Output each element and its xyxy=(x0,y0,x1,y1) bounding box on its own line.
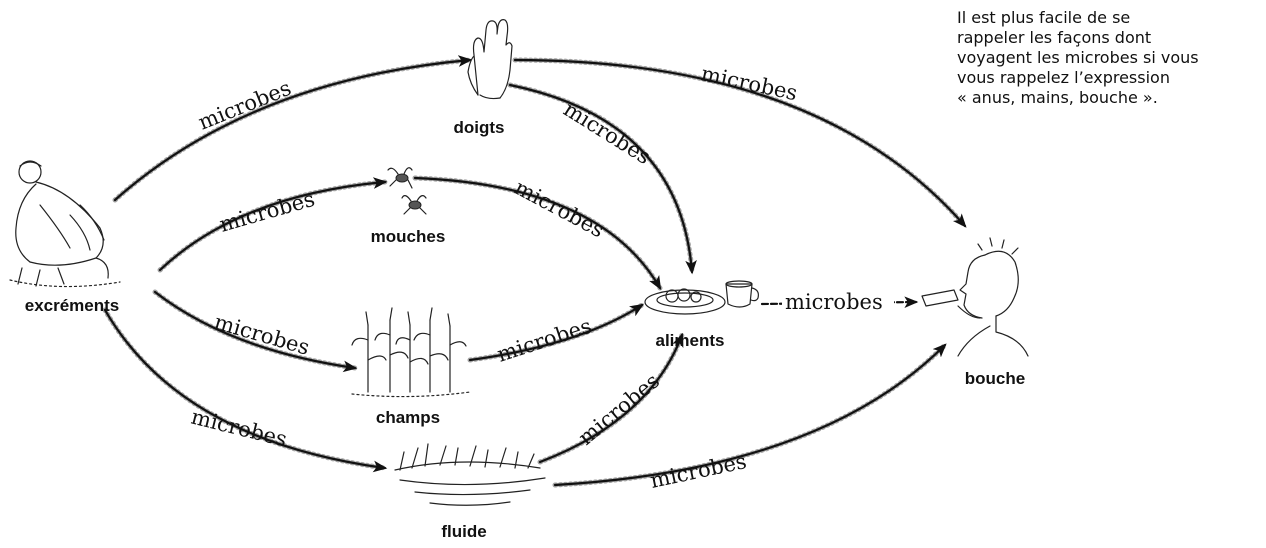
caption-line: « anus, mains, bouche ». xyxy=(957,88,1257,108)
edge-excrements-mouches xyxy=(160,182,385,270)
caption-text: Il est plus facile de se rappeler les fa… xyxy=(957,8,1257,108)
caption-line: voyagent les microbes si vous xyxy=(957,48,1257,68)
node-label-excrements: excréments xyxy=(25,296,120,315)
edge-label-mouches-aliments: microbes xyxy=(511,175,609,242)
person-drinking-illustration xyxy=(922,238,1028,356)
edge-label-fluide-aliments: microbes xyxy=(574,369,664,450)
edge-fluide-aliments xyxy=(540,335,682,462)
flies-illustration xyxy=(388,168,426,214)
node-label-doigts: doigts xyxy=(454,118,505,137)
edge-labels: microbes microbes microbes microbes micr… xyxy=(189,61,894,492)
corn-field-illustration xyxy=(352,308,470,397)
caption-line: Il est plus facile de se xyxy=(957,8,1257,28)
edge-label-aliments-bouche: microbes xyxy=(785,290,883,314)
edge-label-excrements-doigts: microbes xyxy=(195,76,295,135)
edge-label-champs-aliments: microbes xyxy=(494,314,594,367)
food-plate-illustration xyxy=(645,281,758,314)
node-label-bouche: bouche xyxy=(965,369,1025,388)
water-illustration xyxy=(395,444,545,505)
node-label-fluide: fluide xyxy=(441,522,486,541)
person-squatting-illustration xyxy=(10,161,120,287)
edge-label-excrements-mouches: microbes xyxy=(217,187,318,237)
hand-illustration xyxy=(468,20,512,99)
edge-label-doigts-bouche: microbes xyxy=(699,61,800,105)
node-label-mouches: mouches xyxy=(371,227,446,246)
edge-label-excrements-fluide: microbes xyxy=(189,405,290,452)
edge-label-fluide-bouche: microbes xyxy=(648,449,749,493)
node-label-champs: champs xyxy=(376,408,440,427)
caption-line: vous rappelez l’expression xyxy=(957,68,1257,88)
edge-label-doigts-aliments: microbes xyxy=(559,97,655,169)
edge-label-excrements-champs: microbes xyxy=(212,310,313,360)
node-label-aliments: aliments xyxy=(656,331,725,350)
caption-line: rappeler les façons dont xyxy=(957,28,1257,48)
